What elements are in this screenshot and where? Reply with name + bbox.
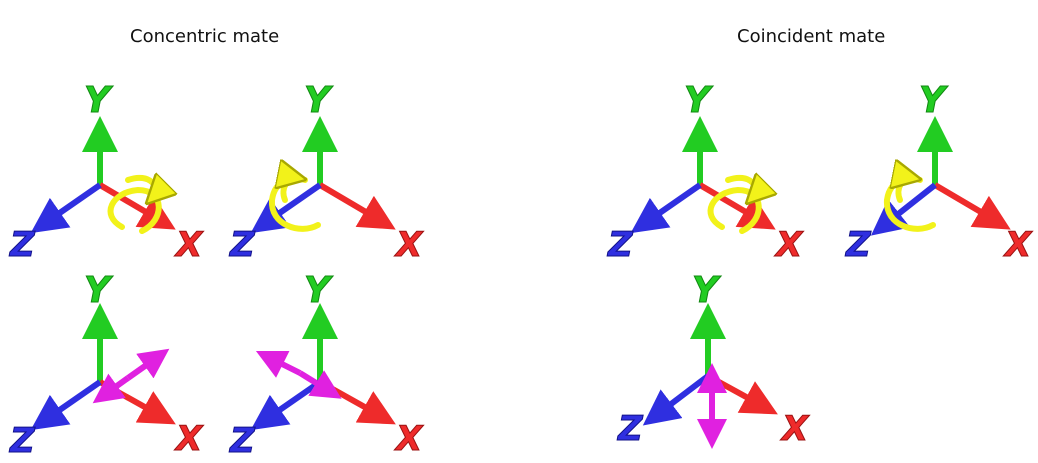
- z-axis-label: Z: [9, 225, 36, 265]
- z-axis-label: Z: [617, 409, 644, 449]
- z-axis-arrow: [250, 379, 322, 431]
- y-axis-label: Y: [304, 270, 334, 311]
- z-axis-arrow: [642, 373, 710, 426]
- triad-concentric-rotation-2: Y X Z: [229, 80, 425, 266]
- y-axis-label: Y: [692, 270, 722, 311]
- triad-coincident-rotation-2: Y X Z: [845, 80, 1034, 266]
- y-axis-label: Y: [84, 270, 114, 311]
- z-axis-label: Z: [229, 421, 256, 461]
- z-axis-label: Z: [229, 225, 256, 265]
- x-axis-label: X: [174, 419, 204, 459]
- triad-coincident-translation: Y X Z: [617, 270, 811, 450]
- translation-arrow-backward: [255, 350, 302, 378]
- z-axis-arrow: [30, 379, 102, 431]
- triad-concentric-rotation-1: Y X Z: [9, 80, 205, 266]
- triad-concentric-translation-1: Y X Z: [9, 270, 205, 462]
- x-axis-arrow: [933, 182, 1011, 230]
- x-axis-label: X: [174, 225, 204, 265]
- z-axis-arrow: [30, 182, 102, 234]
- translation-arrow-forward: [126, 348, 170, 381]
- z-axis-label: Z: [9, 421, 36, 461]
- x-axis-arrow: [706, 373, 778, 415]
- x-axis-label: X: [780, 409, 810, 449]
- translation-arrow-forward: [298, 370, 342, 399]
- y-axis-label: Y: [684, 80, 714, 121]
- x-axis-arrow: [318, 182, 396, 230]
- z-axis-label: Z: [607, 225, 634, 265]
- triad-concentric-translation-2: Y X Z: [229, 270, 425, 462]
- x-axis-label: X: [774, 225, 804, 265]
- z-axis-arrow: [870, 182, 937, 236]
- z-axis-arrow: [250, 182, 322, 234]
- rotation-arrow: [707, 186, 762, 234]
- y-axis-label: Y: [84, 80, 114, 121]
- y-axis-label: Y: [919, 80, 949, 121]
- translation-arrow-backward: [92, 373, 130, 404]
- rotation-arrow: [107, 186, 162, 234]
- x-axis-arrow: [318, 379, 396, 425]
- x-axis-label: X: [394, 419, 424, 459]
- triad-coincident-rotation-1: Y X Z: [607, 80, 805, 266]
- y-axis-label: Y: [304, 80, 334, 121]
- x-axis-label: X: [1003, 225, 1033, 265]
- coincident-mate-title: Coincident mate: [737, 26, 886, 47]
- z-axis-arrow: [630, 182, 702, 234]
- concentric-mate-title: Concentric mate: [130, 26, 280, 47]
- x-axis-label: X: [394, 225, 424, 265]
- z-axis-label: Z: [845, 225, 872, 265]
